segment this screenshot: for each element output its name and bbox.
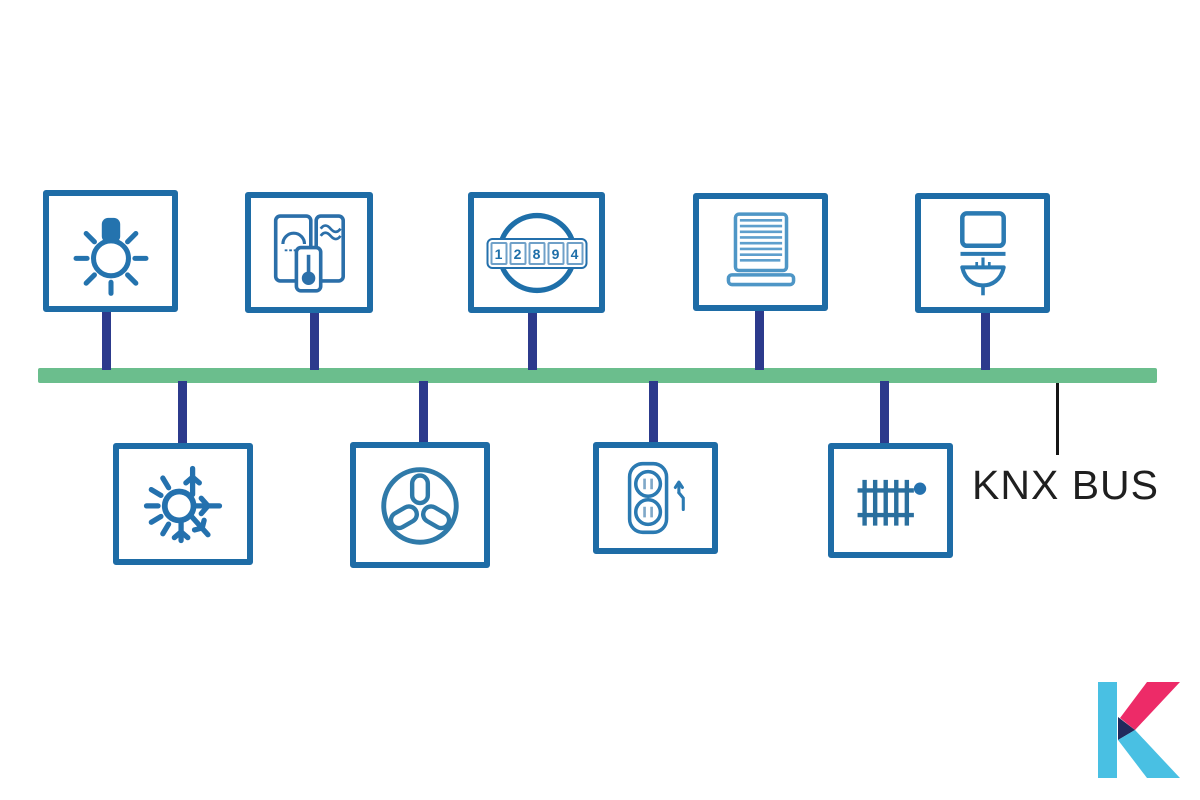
- device-box-display: [915, 193, 1050, 313]
- meter-digit: 4: [566, 242, 583, 265]
- sun-snowflake-icon: [143, 465, 223, 544]
- bus-connector: [649, 381, 658, 444]
- display-monitor-icon: [959, 211, 1006, 296]
- bus-connector: [981, 311, 990, 370]
- device-box-radiator: [828, 443, 953, 558]
- meter-digit: 8: [528, 242, 545, 265]
- device-box-heating-cooling: [113, 443, 253, 565]
- bus-label: KNX BUS: [972, 462, 1159, 508]
- device-box-ventilation: [350, 442, 490, 568]
- bus-label-leader-line: [1056, 383, 1059, 455]
- window-blinds-icon: [726, 212, 795, 287]
- meter-digit: 2: [509, 242, 526, 265]
- bus-connector: [755, 308, 764, 370]
- bus-connector: [528, 311, 537, 370]
- meter-reading: 1 2 8 9 4: [486, 238, 587, 269]
- knx-logo: [1098, 682, 1180, 778]
- knx-bus-line: [38, 368, 1157, 383]
- device-box-power-socket: [593, 442, 718, 554]
- fan-icon: [381, 467, 459, 545]
- thermostat-icon: [273, 213, 345, 293]
- light-bulb-icon: [73, 217, 148, 296]
- meter-digit: 9: [547, 242, 564, 265]
- bus-connector: [880, 381, 889, 445]
- device-box-blinds: [693, 193, 828, 311]
- bus-connector: [419, 381, 428, 444]
- bus-connector: [178, 381, 187, 445]
- bus-connector: [102, 310, 111, 370]
- device-box-energy-meter: 1 2 8 9 4: [468, 192, 605, 313]
- bus-connector: [310, 311, 319, 370]
- socket-icon: [627, 461, 685, 535]
- meter-digit: 1: [490, 242, 507, 265]
- radiator-icon: [857, 479, 926, 526]
- device-box-thermostat: [245, 192, 373, 313]
- device-box-lighting: [43, 190, 178, 312]
